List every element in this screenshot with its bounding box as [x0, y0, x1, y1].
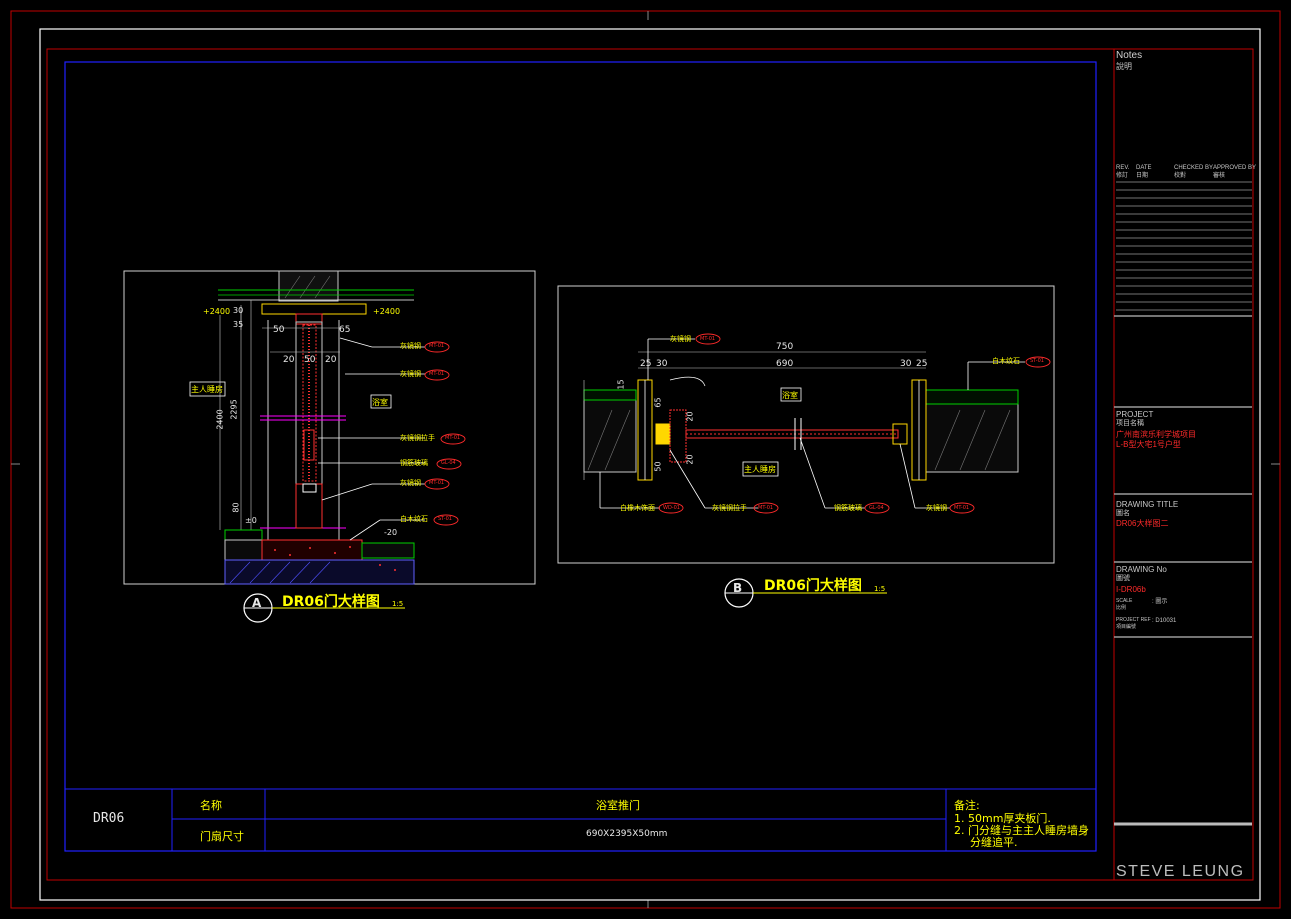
dim-a-minus20: -20: [384, 528, 398, 537]
callout-b-top-1-text: 灰镜钢: [670, 335, 691, 343]
project-label: PROJECT: [1116, 410, 1154, 419]
rev-header-date: DATE: [1136, 165, 1152, 171]
drawing-title-label-cn: 圖名: [1116, 510, 1130, 517]
room-b-master-bedroom: 主人睡房: [744, 465, 776, 474]
dim-a-20-right: 20: [325, 355, 337, 365]
room-a-master-bedroom: 主人睡房: [191, 385, 223, 394]
drawing-title-label: DRAWING TITLE: [1116, 500, 1179, 509]
schedule-name-value: 浴室推门: [596, 799, 640, 812]
dim-a-50: 50: [273, 325, 285, 335]
dim-b-25-right: 25: [916, 359, 928, 369]
marker-a-letter: A: [252, 596, 262, 610]
callout-b-top-2-text: 白木纹石: [992, 357, 1020, 365]
drawing-no-value: I-DR06b: [1116, 585, 1146, 594]
callout-a-6-text: 白木纹石: [400, 515, 428, 523]
notes-label: Notes: [1116, 50, 1143, 61]
callout-a-2-code: MT-01: [429, 371, 445, 377]
dim-b-20-bottom: 20: [685, 454, 695, 465]
callout-a-4-code: GL-04: [441, 460, 456, 466]
callout-a-3-code: MT-01: [445, 435, 461, 441]
project-name-line2: L-B型大宅1号户型: [1116, 440, 1181, 449]
scale-label: SCALE: [1116, 598, 1133, 604]
schedule-name-label: 名称: [200, 799, 222, 812]
dim-a-20-left: 20: [283, 355, 295, 365]
callout-b-bottom-1-code: WD-01: [663, 505, 680, 511]
dim-a-top-right: +2400: [373, 307, 401, 316]
room-a-bathroom: 浴室: [372, 398, 388, 407]
callout-a-4-text: 钢筋玻璃: [400, 459, 428, 467]
detail-a-title: DR06门大样图: [282, 594, 380, 610]
dim-a-top-left: +2400: [203, 307, 231, 316]
scale-label-cn: 比例: [1116, 605, 1127, 611]
dim-b-690: 690: [776, 359, 794, 369]
rev-header-approved: APPROVED BY: [1213, 165, 1257, 171]
schedule-remark-2b: 分缝追平.: [970, 836, 1018, 849]
schedule-remark-1: 1. 50mm厚夹板门.: [954, 812, 1051, 825]
marker-b-letter: B: [733, 581, 743, 595]
dim-a-35: 35: [233, 320, 244, 329]
rev-header-rev: REV.: [1116, 165, 1130, 171]
detail-a-drawing: [123, 270, 536, 623]
project-ref-value: : D10031: [1152, 618, 1177, 624]
callout-a-3-text: 灰镜钢拉手: [400, 434, 435, 442]
scale-value: : 圖示: [1152, 599, 1168, 605]
project-ref-label-cn: 項目編號: [1116, 624, 1137, 630]
callout-a-1-text: 灰镜钢: [400, 342, 421, 350]
callout-b-top-1-code: MT-01: [700, 336, 716, 342]
rev-header-approved-cn: 審核: [1213, 173, 1226, 179]
callout-b-bottom-3-text: 钢筋玻璃: [834, 504, 862, 512]
callout-a-5-code: MT-01: [429, 480, 445, 486]
dim-b-30-right: 30: [900, 359, 912, 369]
rev-header-date-cn: 日期: [1136, 173, 1149, 179]
schedule-door-code: DR06: [93, 811, 125, 826]
dim-b-25-left: 25: [640, 359, 652, 369]
notes-label-cn: 說明: [1116, 62, 1132, 71]
callout-b-bottom-3-code: GL-04: [869, 505, 884, 511]
dim-a-zero: ±0: [245, 516, 257, 525]
dim-a-2400: 2400: [215, 409, 225, 430]
detail-b-drawing: [557, 285, 1055, 608]
project-label-cn: 项目名稱: [1116, 420, 1144, 427]
callout-a-1-code: MT-01: [429, 343, 445, 349]
drawing-title-value: DR06大样图二: [1116, 519, 1169, 528]
dim-b-50: 50: [653, 461, 663, 472]
rev-header-checked-cn: 校對: [1174, 173, 1187, 179]
dim-b-15: 15: [616, 379, 626, 390]
dim-a-50-mid: 50: [304, 355, 316, 365]
dim-b-750: 750: [776, 342, 794, 352]
callout-b-bottom-1-text: 白橡木饰面: [620, 504, 655, 512]
room-b-bathroom: 浴室: [782, 391, 798, 400]
rev-header-rev-cn: 修訂: [1116, 173, 1129, 179]
dim-a-65: 65: [339, 325, 351, 335]
project-ref-label: PROJECT REF: [1116, 617, 1151, 623]
schedule-size-value: 690X2395X50mm: [586, 829, 668, 839]
detail-b-scale: 1:5: [874, 585, 886, 593]
callout-b-top-2-code: ST-01: [1030, 358, 1044, 364]
drawing-no-label-cn: 圖號: [1116, 575, 1130, 582]
schedule-remarks-label: 备注:: [954, 799, 980, 812]
dim-a-80: 80: [231, 502, 241, 513]
callout-b-bottom-2-code: MT-01: [758, 505, 774, 511]
rev-header-checked: CHECKED BY: [1174, 165, 1214, 171]
brand-logo: STEVE LEUNG: [1116, 863, 1245, 880]
callout-a-6-code: ST-01: [438, 516, 452, 522]
dim-b-65: 65: [653, 397, 663, 408]
drawing-no-label: DRAWING No: [1116, 565, 1167, 574]
detail-b-title: DR06门大样图: [764, 578, 862, 594]
dim-a-30: 30: [233, 306, 244, 315]
callout-b-bottom-4-text: 灰镜钢: [926, 504, 947, 512]
project-name-line1: 广州南滨乐利学城项目: [1116, 430, 1196, 439]
dim-a-2295: 2295: [229, 399, 239, 420]
callout-a-2-text: 灰镜钢: [400, 370, 421, 378]
schedule-remark-2a: 2. 门分缝与主主人睡房墙身: [954, 824, 1089, 837]
callout-b-bottom-2-text: 灰镜钢拉手: [712, 504, 747, 512]
dim-b-30-left: 30: [656, 359, 668, 369]
callout-a-5-text: 灰镜钢: [400, 479, 421, 487]
schedule-size-label: 门扇尺寸: [200, 830, 244, 843]
dim-b-20-top: 20: [685, 411, 695, 422]
detail-a-scale: 1:5: [392, 600, 404, 608]
callout-b-bottom-4-code: MT-01: [954, 505, 970, 511]
